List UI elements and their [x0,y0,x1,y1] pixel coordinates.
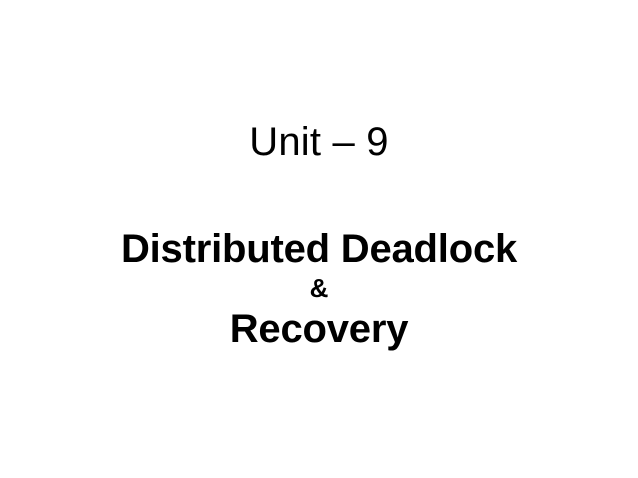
slide-title-block: Unit – 9 [0,118,638,166]
page-title: Unit – 9 [249,120,389,164]
slide-subtitle-block: Distributed Deadlock & Recovery [0,226,638,352]
subtitle-line-secondary: Recovery [229,307,409,351]
subtitle-line-ampersand: & [309,273,329,303]
subtitle-line-primary: Distributed Deadlock [120,227,518,271]
